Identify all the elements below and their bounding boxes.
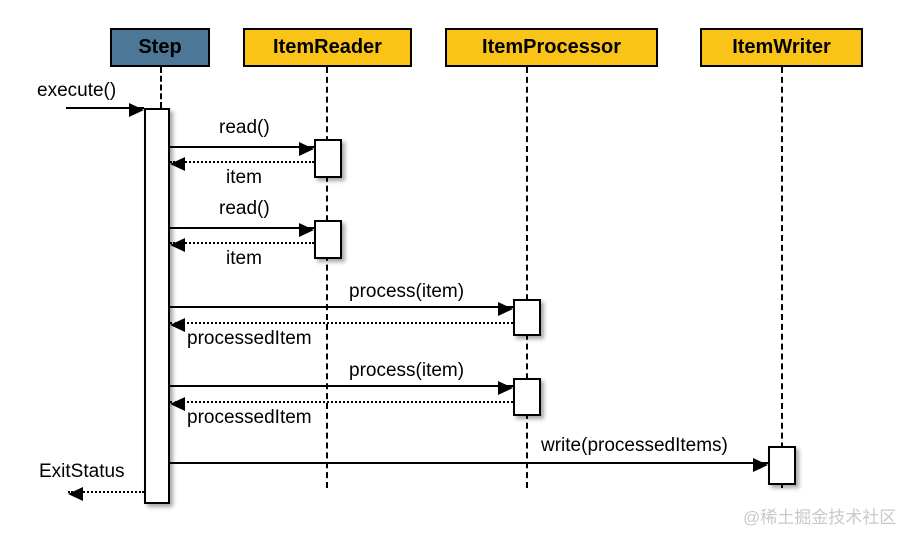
label-process-1: process(item) (349, 281, 465, 302)
participant-box-itemprocessor: ItemProcessor (445, 28, 658, 67)
watermark: @稀土掘金技术社区 (743, 508, 897, 527)
arrow-item-return-1 (170, 157, 314, 171)
lifeline-step (160, 67, 162, 108)
lifeline-itemreader (326, 67, 328, 488)
activation-itemreader-1 (314, 139, 342, 178)
activation-itemwriter (768, 446, 796, 485)
lifeline-itemprocessor (526, 67, 528, 488)
label-item-1: item (226, 167, 262, 188)
lifeline-itemwriter (781, 67, 783, 488)
arrow-execute (66, 103, 144, 117)
participant-box-itemreader: ItemReader (243, 28, 412, 67)
activation-itemprocessor-2 (513, 378, 541, 416)
label-write: write(processedItems) (541, 435, 728, 456)
participant-box-step: Step (110, 28, 210, 67)
arrow-processeditem-return-2 (170, 397, 513, 411)
arrow-process-1 (170, 302, 513, 316)
arrow-item-return-2 (170, 238, 314, 252)
label-item-2: item (226, 248, 262, 269)
arrow-processeditem-return-1 (170, 318, 513, 332)
label-read-1: read() (219, 117, 270, 138)
label-exitstatus: ExitStatus (39, 461, 125, 482)
label-execute: execute() (37, 80, 117, 101)
activation-itemreader-2 (314, 220, 342, 259)
arrow-write (170, 458, 768, 472)
label-process-2: process(item) (349, 360, 465, 381)
label-read-2: read() (219, 198, 270, 219)
participant-box-itemwriter: ItemWriter (700, 28, 863, 67)
label-processeditem-2: processedItem (187, 407, 312, 428)
arrow-exitstatus (68, 487, 144, 501)
arrow-process-2 (170, 381, 513, 395)
activation-itemprocessor-1 (513, 299, 541, 336)
arrow-read-1 (170, 142, 314, 156)
activation-step (144, 108, 170, 504)
label-processeditem-1: processedItem (187, 328, 312, 349)
arrow-read-2 (170, 223, 314, 237)
